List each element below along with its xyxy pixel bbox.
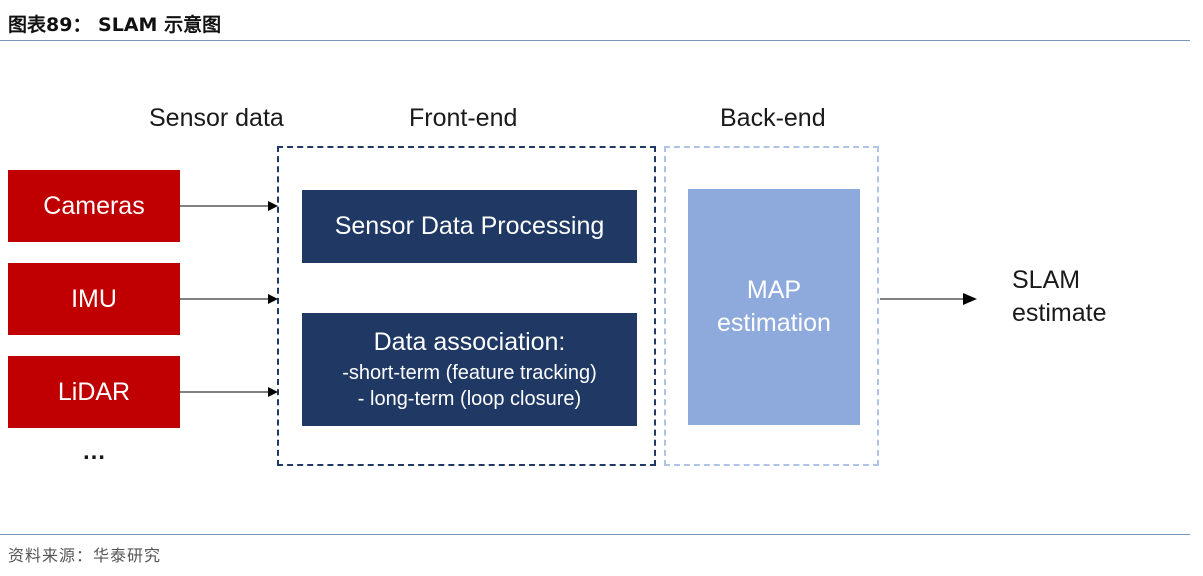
slam-estimate-line2: estimate (1012, 299, 1107, 327)
data-association-title: Data association: (373, 327, 566, 356)
sensor-box-imu: IMU (8, 263, 180, 335)
sensor-data-processing-box: Sensor Data Processing (302, 190, 637, 263)
sensor-box-lidar: LiDAR (8, 356, 180, 428)
data-association-short-term: -short-term (feature tracking) (342, 361, 597, 384)
front-end-frame (277, 146, 656, 466)
heading-sensor-data: Sensor data (149, 104, 284, 132)
heading-front-end: Front-end (409, 104, 518, 132)
map-estimation-line2: estimation (717, 309, 831, 337)
sensor-data-processing-label: Sensor Data Processing (334, 212, 605, 240)
top-rule (0, 40, 1190, 41)
data-association-long-term: - long-term (loop closure) (357, 387, 582, 410)
slam-estimate-line1: SLAM (1012, 266, 1081, 294)
back-end-frame (664, 146, 879, 466)
sensor-box-cameras: Cameras (8, 170, 180, 242)
sensor-ellipsis: … (82, 438, 106, 465)
figure-title: 图表89： SLAM 示意图 (8, 14, 222, 36)
bottom-rule (0, 534, 1190, 535)
map-estimation-line1: MAP (746, 276, 802, 304)
map-estimation-box: MAP estimation (688, 189, 860, 425)
slam-estimate-output: SLAM estimate (1012, 264, 1106, 330)
data-association-box: Data association: -short-term (feature t… (302, 313, 637, 426)
heading-back-end: Back-end (720, 104, 826, 132)
source-note: 资料来源：华泰研究 (8, 546, 162, 565)
